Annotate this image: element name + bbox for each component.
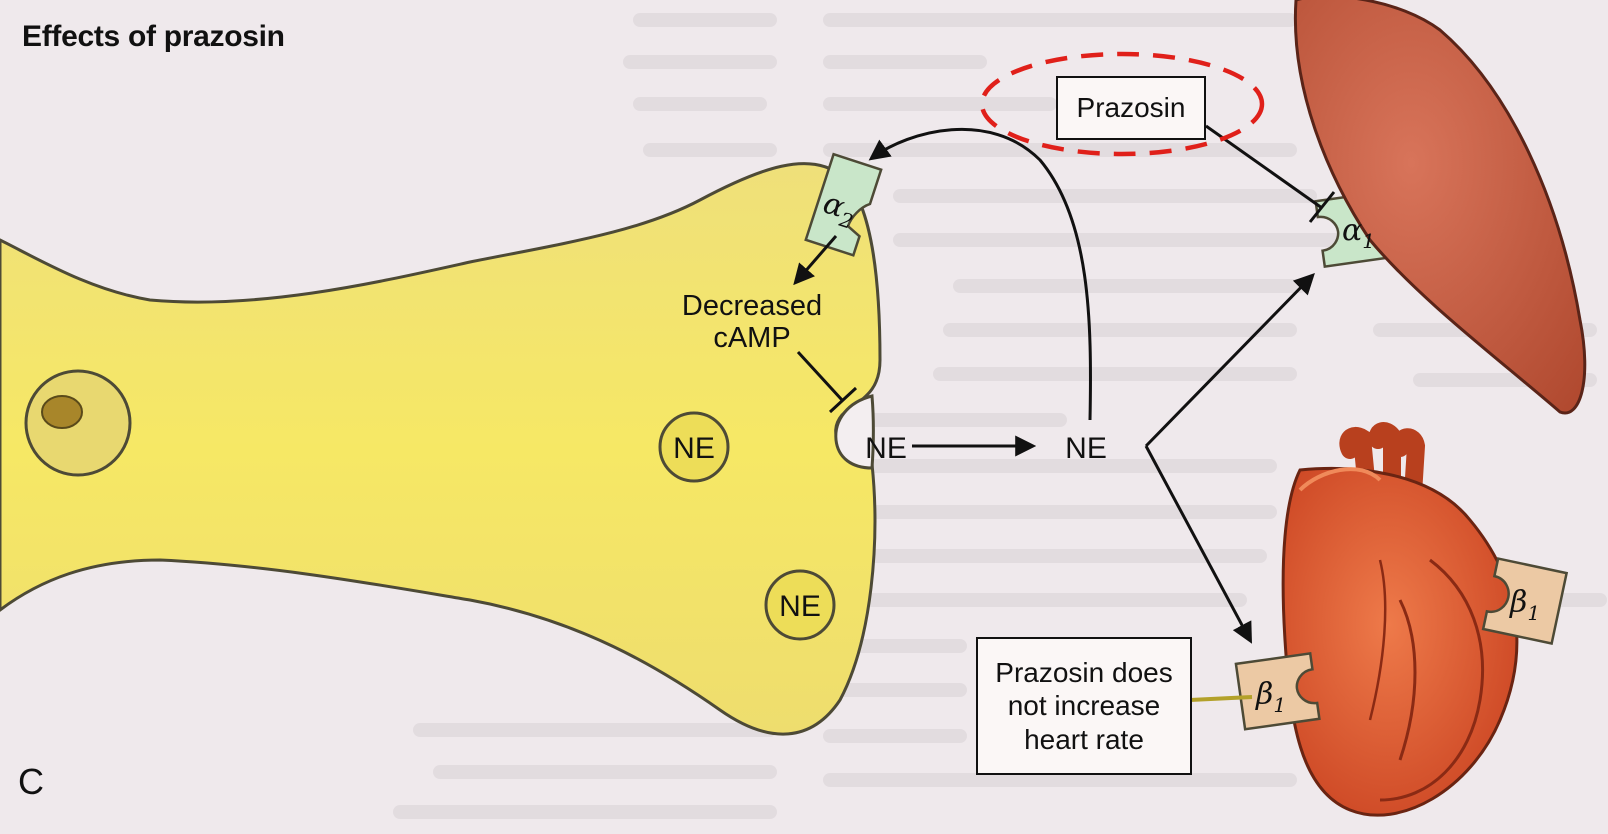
neuron-terminal bbox=[0, 164, 880, 735]
figure-title: Effects of prazosin bbox=[22, 20, 285, 54]
prazosin-box: Prazosin bbox=[1056, 76, 1206, 140]
heart-rate-note-box: Prazosin does not increase heart rate bbox=[976, 637, 1192, 775]
prazosin-block bbox=[1206, 126, 1334, 222]
ne-label-release: NE bbox=[865, 432, 907, 465]
nucleolus bbox=[42, 396, 82, 428]
decreased-camp-label: Decreased cAMP bbox=[672, 290, 832, 355]
ne-to-heart-arrow bbox=[1146, 446, 1250, 640]
heart-rate-note-label: Prazosin does not increase heart rate bbox=[995, 656, 1172, 755]
panel-letter: C bbox=[18, 762, 44, 802]
ne-branch-arrows bbox=[1146, 276, 1312, 446]
ne-label-vesicle-2: NE bbox=[779, 590, 821, 623]
prazosin-box-label: Prazosin bbox=[1077, 91, 1186, 124]
ne-label-synapse: NE bbox=[1065, 432, 1107, 465]
heart bbox=[1283, 431, 1517, 815]
ne-label-vesicle-1: NE bbox=[673, 432, 715, 465]
